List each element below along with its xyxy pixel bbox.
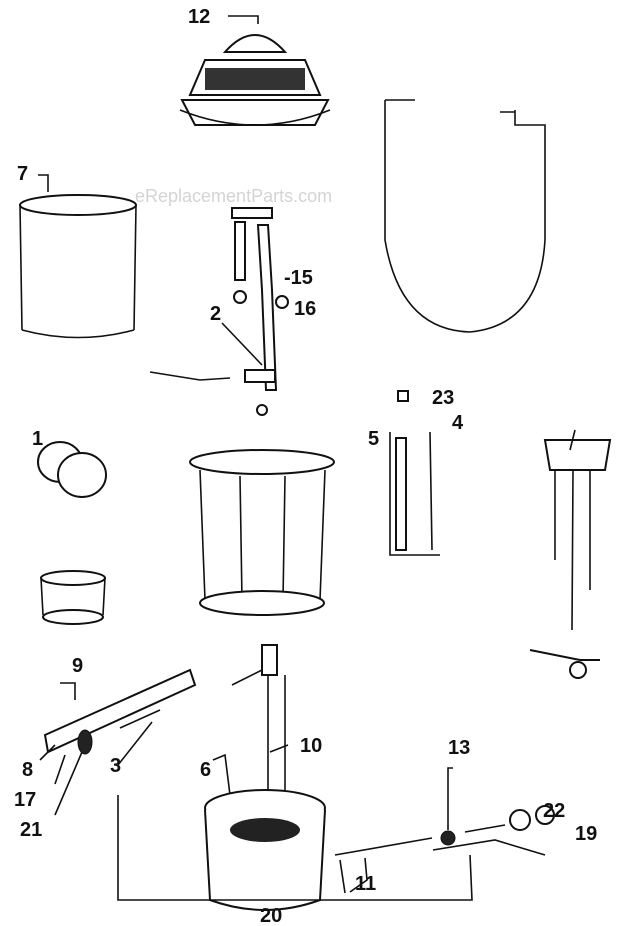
callout-23: 23 [432, 387, 454, 409]
callout-8: 8 [22, 759, 33, 781]
generator-part-2[interactable] [149, 207, 289, 416]
mantles-part-1[interactable] [37, 441, 107, 498]
callout-2: 2 [210, 303, 221, 325]
burner-ring[interactable] [40, 570, 106, 625]
pump-part-9[interactable] [43, 668, 197, 755]
leader-11 [339, 857, 368, 894]
fuel-tank[interactable] [204, 789, 326, 911]
globe-part-7[interactable] [19, 194, 137, 339]
callout-12: 12 [188, 6, 210, 28]
callout-7: 7 [17, 163, 28, 185]
tube-part-5[interactable] [389, 390, 440, 556]
leader-13 [447, 767, 453, 830]
callout-11: 11 [355, 873, 376, 895]
callout-1: 1 [32, 428, 43, 450]
generator-assembly-right[interactable] [529, 429, 612, 679]
callout-5: 5 [368, 428, 379, 450]
watermark: eReplacementParts.com [135, 186, 332, 206]
mantle-outline[interactable] [384, 99, 546, 333]
callout-19: 19 [575, 823, 597, 845]
bracket-20 [117, 795, 473, 901]
leader-2 [221, 322, 263, 366]
callout-10: 10 [300, 735, 322, 757]
ventilator-part-12[interactable] [179, 34, 331, 126]
callout-13: 13 [448, 737, 470, 759]
valve-assembly[interactable] [334, 805, 555, 856]
callout-4: 4 [452, 412, 464, 434]
callout-9: 9 [72, 655, 83, 677]
callout-22: 22 [543, 800, 565, 822]
callout-21: 21 [20, 819, 42, 841]
callout-16: 16 [294, 298, 316, 320]
callout-6: 6 [200, 759, 211, 781]
valve-rod-part-10[interactable] [231, 644, 286, 792]
leader-lines [39, 721, 289, 816]
callout-20: 20 [260, 905, 282, 926]
callout-15: -15 [284, 267, 313, 289]
leader-12 [228, 15, 259, 24]
callout-17: 17 [14, 789, 36, 811]
frame-assembly[interactable] [189, 449, 335, 616]
callout-3: 3 [110, 755, 121, 777]
leader-7 [38, 174, 49, 192]
